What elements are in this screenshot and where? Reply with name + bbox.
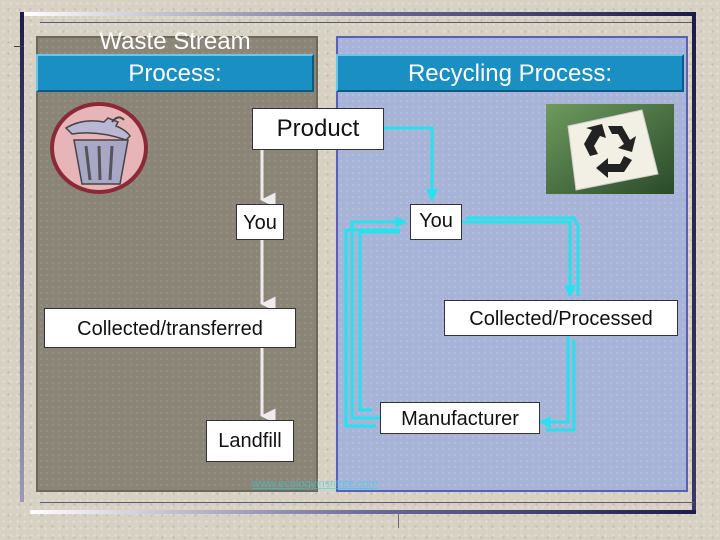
frame-top-bar xyxy=(22,12,694,16)
collected-transferred-node: Collected/transferred xyxy=(44,308,296,348)
arrow-collected-processed-to-manufacturer xyxy=(538,336,570,428)
frame-right-bar xyxy=(692,12,696,512)
landfill-node: Landfill xyxy=(206,420,294,462)
frame-bottom-thin xyxy=(40,502,694,503)
recycling-process-header: Recycling Process: xyxy=(336,54,684,92)
recycling-arrows xyxy=(344,126,580,432)
arrow-manufacturer-to-you xyxy=(350,216,408,420)
arrow-you-to-collected-processed xyxy=(462,220,576,298)
frame-bottom-bar xyxy=(30,510,696,514)
waste-stream-header: Waste Stream Process: xyxy=(36,28,314,92)
frame-left-bar xyxy=(20,12,24,502)
manufacturer-node: Manufacturer xyxy=(380,402,540,434)
recycle-symbol-icon xyxy=(546,104,674,194)
trash-can-icon xyxy=(50,102,148,194)
you-node-waste: You xyxy=(236,204,284,240)
arrow-product-to-you-right xyxy=(384,126,438,202)
source-link[interactable]: www.ecologyinstitute.com xyxy=(252,478,378,490)
waste-stream-title-line1: Waste Stream xyxy=(99,28,251,55)
frame-left-tick xyxy=(14,46,24,47)
waste-stream-title-line2: Process: xyxy=(128,60,222,87)
frame-bottom-tick xyxy=(398,512,399,528)
you-node-recycling: You xyxy=(410,204,462,240)
frame-top-thin xyxy=(40,22,692,23)
collected-processed-node: Collected/Processed xyxy=(444,300,678,336)
product-node: Product xyxy=(252,108,384,150)
